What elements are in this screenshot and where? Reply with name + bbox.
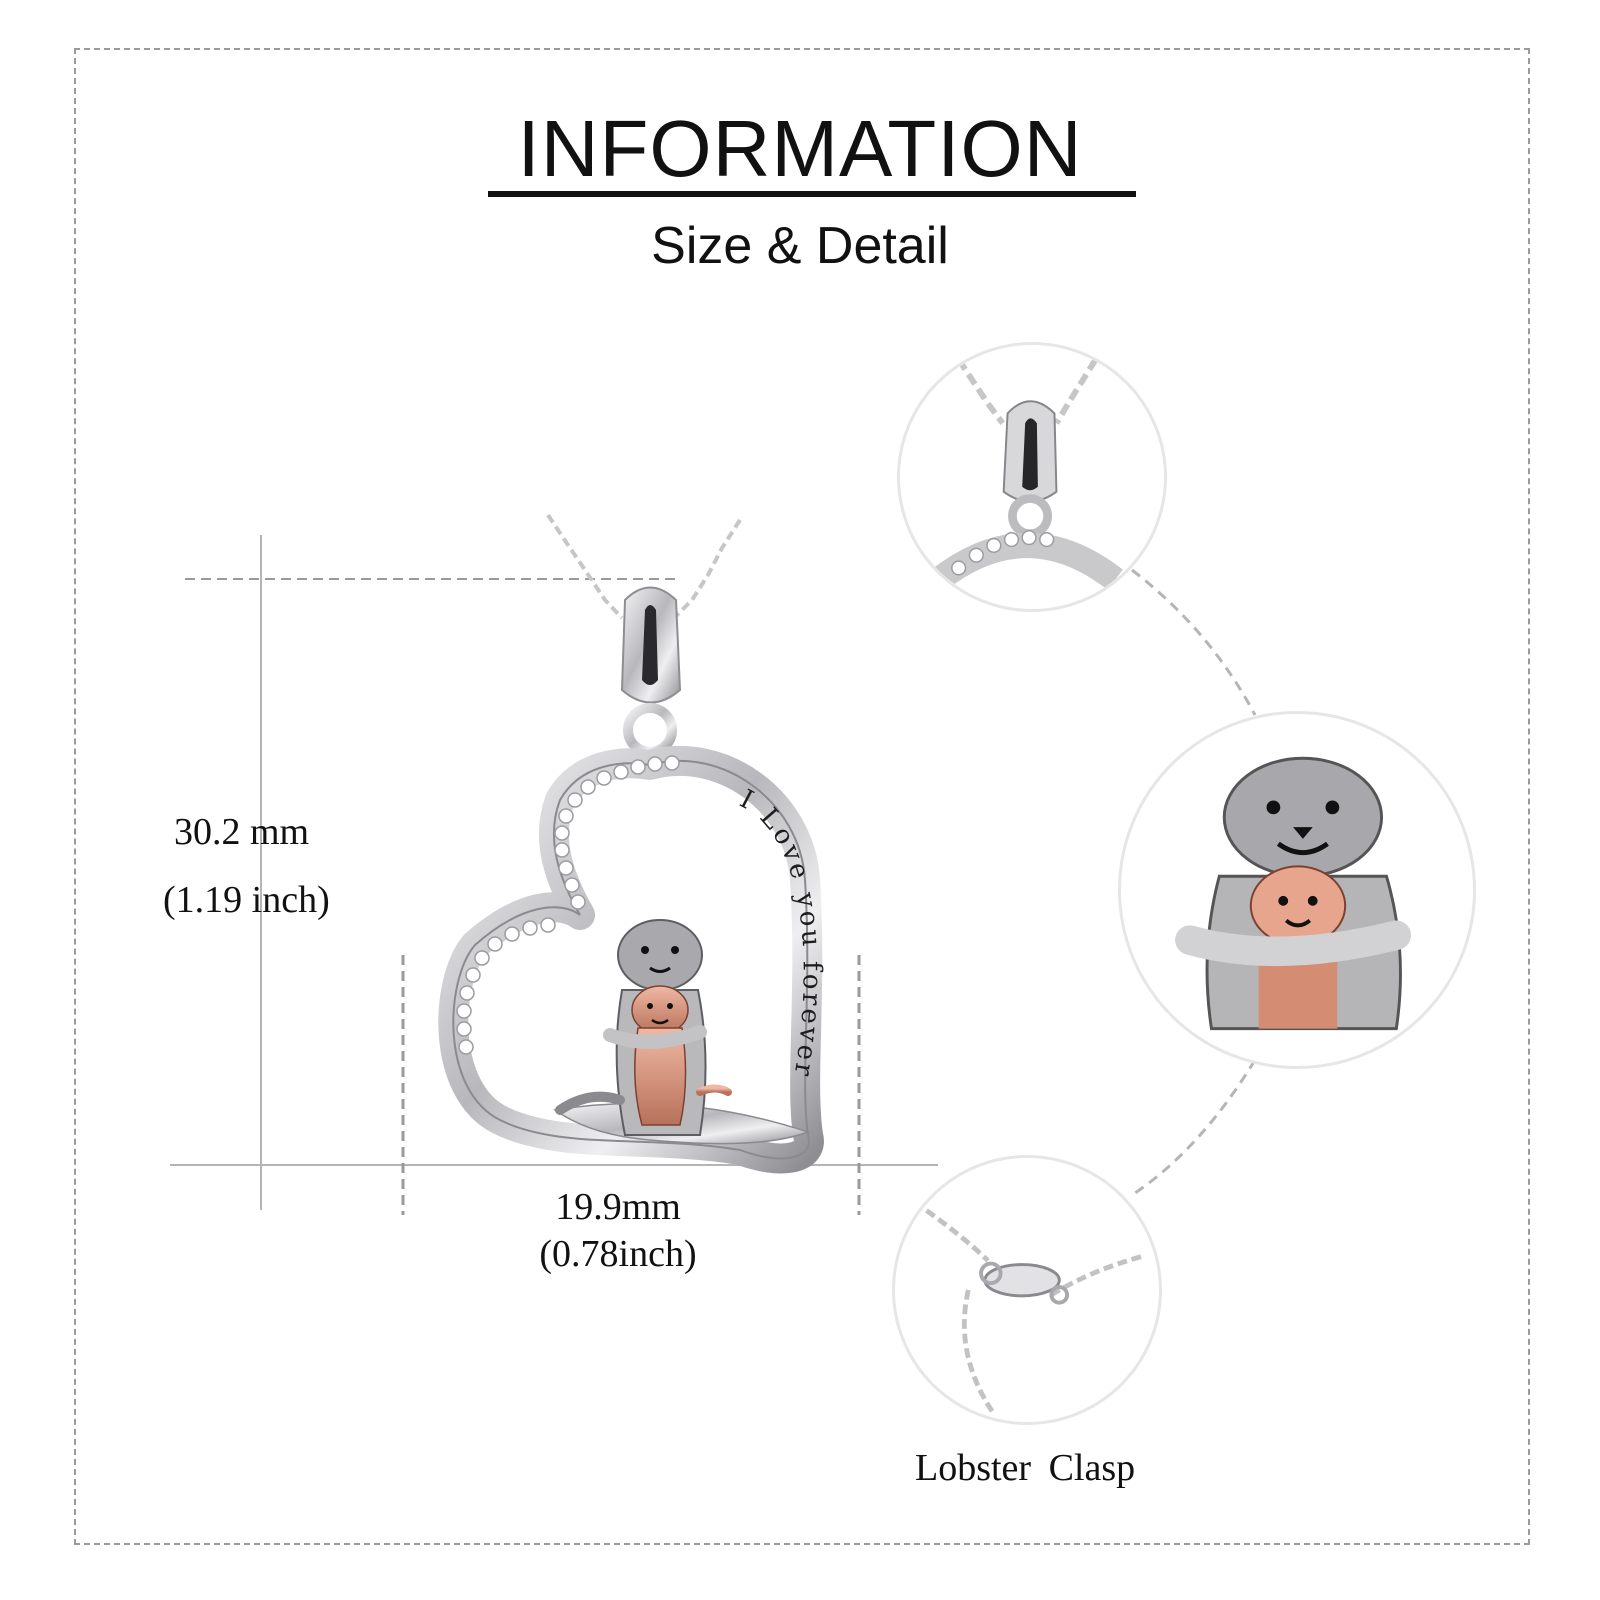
- title-underline: [488, 191, 1136, 197]
- svg-text:I Love you forever: I Love you forever: [735, 784, 827, 1081]
- detail-otters-closeup: [1118, 711, 1476, 1069]
- page-title: INFORMATION: [517, 104, 1083, 193]
- height-mm-label: 30.2 mm: [174, 811, 310, 853]
- chain: [546, 513, 742, 620]
- width-inch-label: (0.78inch): [539, 1233, 697, 1275]
- bail: [620, 586, 682, 757]
- engraving-text: I Love you forever: [735, 784, 824, 1081]
- detail-bail-closeup: [897, 342, 1167, 612]
- width-guide: [401, 955, 861, 1215]
- width-mm-label: 19.9mm: [555, 1186, 681, 1228]
- dashed-frame: [74, 48, 1530, 1545]
- page-subtitle: Size & Detail: [651, 217, 949, 275]
- small-otter: [603, 985, 732, 1126]
- detail-connectors: [1131, 568, 1257, 1197]
- clasp-label: Lobster Clasp: [915, 1447, 1136, 1489]
- detail-clasp-closeup: [892, 1155, 1162, 1425]
- height-inch-label: (1.19 inch): [163, 879, 330, 921]
